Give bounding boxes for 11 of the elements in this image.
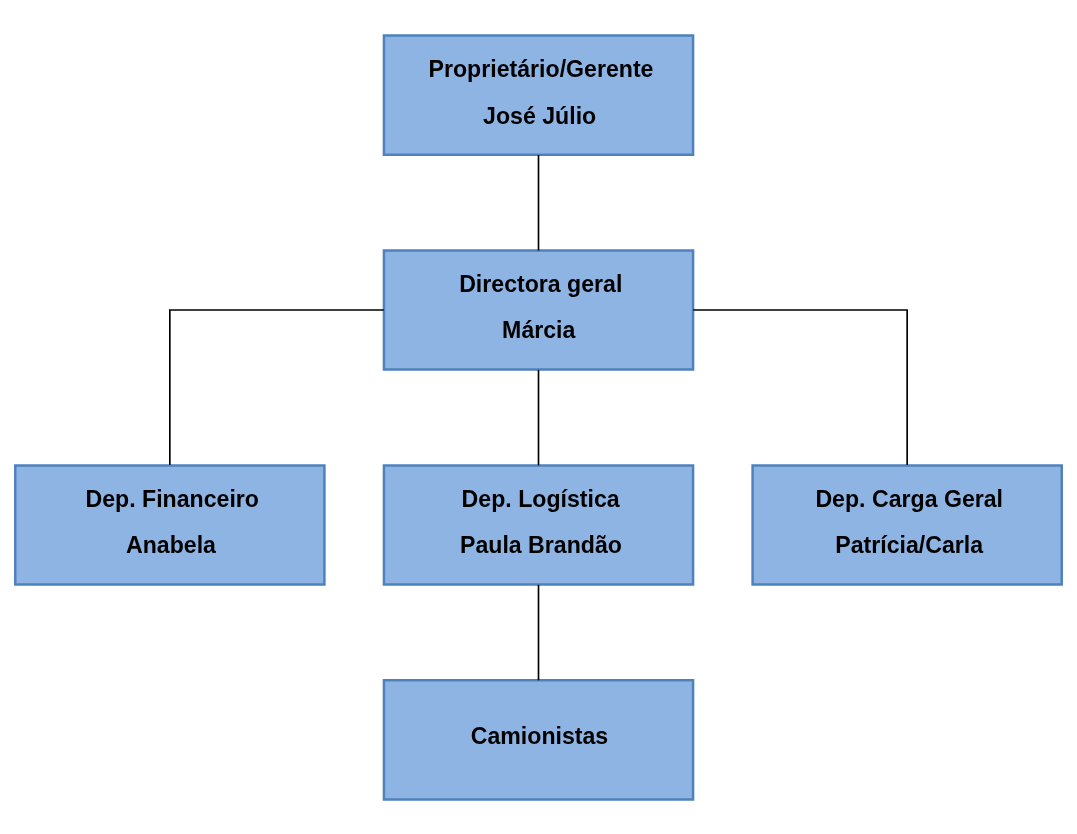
node-box: Dep. Logística Paula Brandão — [382, 463, 695, 586]
connector — [692, 308, 908, 466]
connector — [537, 368, 540, 466]
connector — [169, 308, 385, 466]
connector — [537, 583, 540, 681]
node-box: Camionistas — [382, 678, 695, 801]
node-box: Dep. Carga Geral Patrícia/Carla — [751, 463, 1063, 586]
node-box: Dep. Financeiro Anabela — [14, 463, 326, 586]
connector — [537, 153, 540, 251]
node-box: Directora geral Márcia — [382, 248, 695, 371]
node-box: Proprietário/Gerente José Júlio — [382, 33, 695, 156]
